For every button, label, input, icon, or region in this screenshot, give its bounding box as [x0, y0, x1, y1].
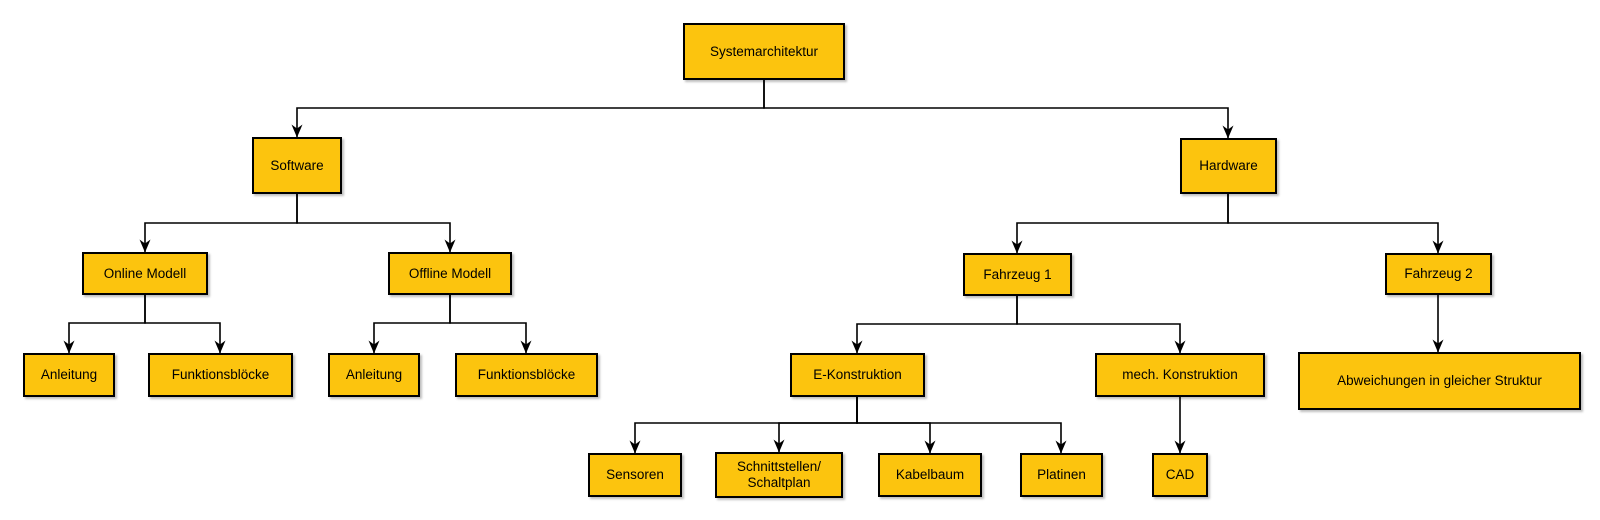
node-cad[interactable]: CAD — [1152, 453, 1208, 497]
node-fahrzeug-1[interactable]: Fahrzeug 1 — [963, 253, 1072, 296]
node-funktionsbloecke-online[interactable]: Funktionsblöcke — [148, 353, 293, 397]
edge-hardware-fahrzeug-2 — [1227, 194, 1444, 254]
edge-online-modell-funktionsbloecke — [144, 295, 226, 354]
node-schnittstellen[interactable]: Schnittstellen/ Schaltplan — [715, 452, 843, 498]
edge-hardware-fahrzeug-1 — [1011, 194, 1229, 254]
node-systemarchitektur[interactable]: Systemarchitektur — [683, 23, 845, 80]
node-platinen[interactable]: Platinen — [1020, 453, 1103, 497]
node-sensoren[interactable]: Sensoren — [588, 453, 682, 497]
node-anleitung-online[interactable]: Anleitung — [23, 353, 115, 397]
node-mech-konstruktion[interactable]: mech. Konstruktion — [1095, 353, 1265, 397]
edge-systemarchitektur-hardware — [763, 80, 1234, 139]
edge-e-konstruktion-platinen — [856, 397, 1067, 454]
edge-fahrzeug-1-e-konstruktion — [851, 296, 1018, 354]
edge-e-konstruktion-kabelbaum — [856, 397, 936, 454]
edge-e-konstruktion-schnittstellen — [773, 397, 858, 453]
node-online-modell[interactable]: Online Modell — [82, 252, 208, 295]
edge-e-konstruktion-sensoren — [629, 397, 858, 454]
node-offline-modell[interactable]: Offline Modell — [388, 252, 512, 295]
node-e-konstruktion[interactable]: E-Konstruktion — [790, 353, 925, 397]
edge-systemarchitektur-software — [291, 80, 765, 138]
node-funktionsbloecke-offline[interactable]: Funktionsblöcke — [455, 353, 598, 397]
edge-offline-modell-anleitung — [368, 295, 451, 354]
edge-software-online-modell — [139, 194, 298, 253]
node-fahrzeug-2[interactable]: Fahrzeug 2 — [1385, 253, 1492, 295]
node-hardware[interactable]: Hardware — [1180, 138, 1277, 194]
node-abweichungen[interactable]: Abweichungen in gleicher Struktur — [1298, 352, 1581, 410]
edge-software-offline-modell — [296, 194, 456, 253]
node-anleitung-offline[interactable]: Anleitung — [328, 353, 420, 397]
edge-online-modell-anleitung — [63, 295, 146, 354]
edge-offline-modell-funktionsbloecke — [449, 295, 532, 354]
node-kabelbaum[interactable]: Kabelbaum — [878, 453, 982, 497]
edge-fahrzeug-1-mech-konstruktion — [1016, 296, 1186, 354]
node-software[interactable]: Software — [252, 137, 342, 194]
